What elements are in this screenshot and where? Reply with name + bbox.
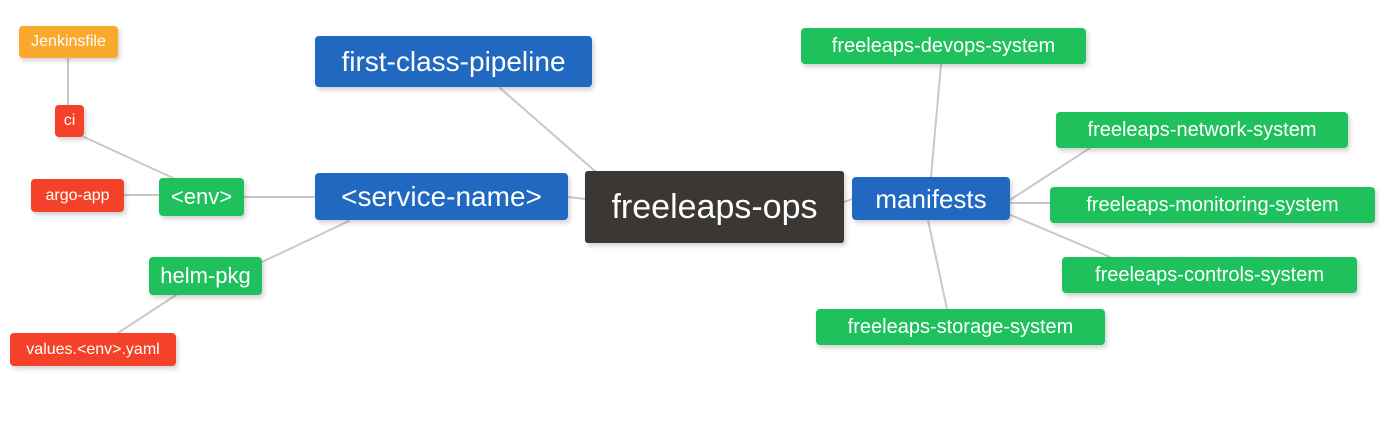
node-helm-pkg[interactable]: helm-pkg xyxy=(149,257,262,295)
node-label: first-class-pipeline xyxy=(341,45,566,77)
edge-service-name-to-helm-pkg xyxy=(261,220,350,263)
edge-helm-pkg-to-values-env-yaml xyxy=(117,294,177,334)
node-freeleaps-network-system[interactable]: freeleaps-network-system xyxy=(1056,112,1348,148)
node-first-class-pipeline[interactable]: first-class-pipeline xyxy=(315,36,592,87)
node-label: freeleaps-monitoring-system xyxy=(1086,194,1339,216)
edge-manifests-to-freeleaps-devops-system xyxy=(930,63,942,178)
node-label: manifests xyxy=(875,183,987,214)
node-freeleaps-controls-system[interactable]: freeleaps-controls-system xyxy=(1062,257,1357,293)
node-freeleaps-monitoring-system[interactable]: freeleaps-monitoring-system xyxy=(1050,187,1375,223)
node-label: values.<env>.yaml xyxy=(26,340,160,358)
node-label: freeleaps-ops xyxy=(611,188,818,226)
edge-freeleaps-ops-to-service-name xyxy=(567,196,586,200)
edge-env-to-ci xyxy=(83,136,174,179)
node-Jenkinsfile[interactable]: Jenkinsfile xyxy=(19,26,118,58)
node-env[interactable]: <env> xyxy=(159,178,244,216)
node-ci[interactable]: ci xyxy=(55,105,84,137)
node-label: freeleaps-storage-system xyxy=(847,316,1074,338)
node-label: Jenkinsfile xyxy=(31,33,106,50)
node-label: <service-name> xyxy=(341,180,542,212)
node-label: freeleaps-controls-system xyxy=(1095,264,1324,286)
edge-manifests-to-freeleaps-storage-system xyxy=(927,219,948,310)
node-freeleaps-storage-system[interactable]: freeleaps-storage-system xyxy=(816,309,1105,345)
edge-manifests-to-freeleaps-network-system xyxy=(1009,147,1091,201)
edge-freeleaps-ops-to-manifests xyxy=(843,198,853,203)
node-label: <env> xyxy=(170,184,233,209)
edge-manifests-to-freeleaps-controls-system xyxy=(1005,212,1111,258)
node-label: freeleaps-devops-system xyxy=(831,35,1056,57)
node-freeleaps-ops[interactable]: freeleaps-ops xyxy=(585,171,844,243)
edge-freeleaps-ops-to-first-class-pipeline xyxy=(499,87,597,173)
node-values-env-yaml[interactable]: values.<env>.yaml xyxy=(10,333,176,366)
node-service-name[interactable]: <service-name> xyxy=(315,173,568,220)
node-label: helm-pkg xyxy=(160,263,251,288)
node-label: freeleaps-network-system xyxy=(1087,119,1317,141)
node-argo-app[interactable]: argo-app xyxy=(31,179,124,212)
node-label: ci xyxy=(63,112,76,129)
node-label: argo-app xyxy=(45,186,110,204)
node-freeleaps-devops-system[interactable]: freeleaps-devops-system xyxy=(801,28,1086,64)
node-manifests[interactable]: manifests xyxy=(852,177,1010,220)
